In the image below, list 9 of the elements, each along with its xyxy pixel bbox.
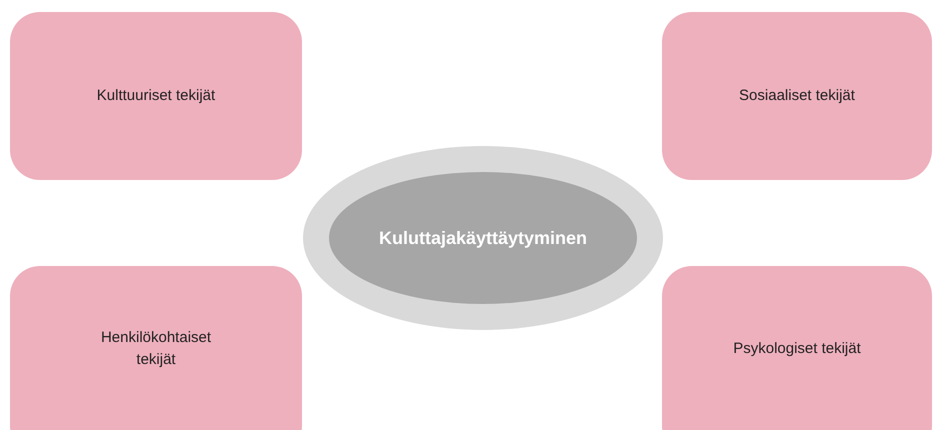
factor-label: Psykologiset tekijät (732, 339, 862, 359)
center-title: Kuluttajakäyttäytyminen (378, 228, 588, 248)
factor-box (662, 12, 932, 180)
factor-box (10, 266, 302, 430)
factor-label: Sosiaaliset tekijät (738, 86, 856, 106)
factor-label: Kulttuuriset tekijät (96, 86, 216, 106)
factor-box (662, 266, 932, 430)
factor-label: Henkilökohtaiset tekijät (100, 328, 212, 370)
factor-box (10, 12, 302, 180)
